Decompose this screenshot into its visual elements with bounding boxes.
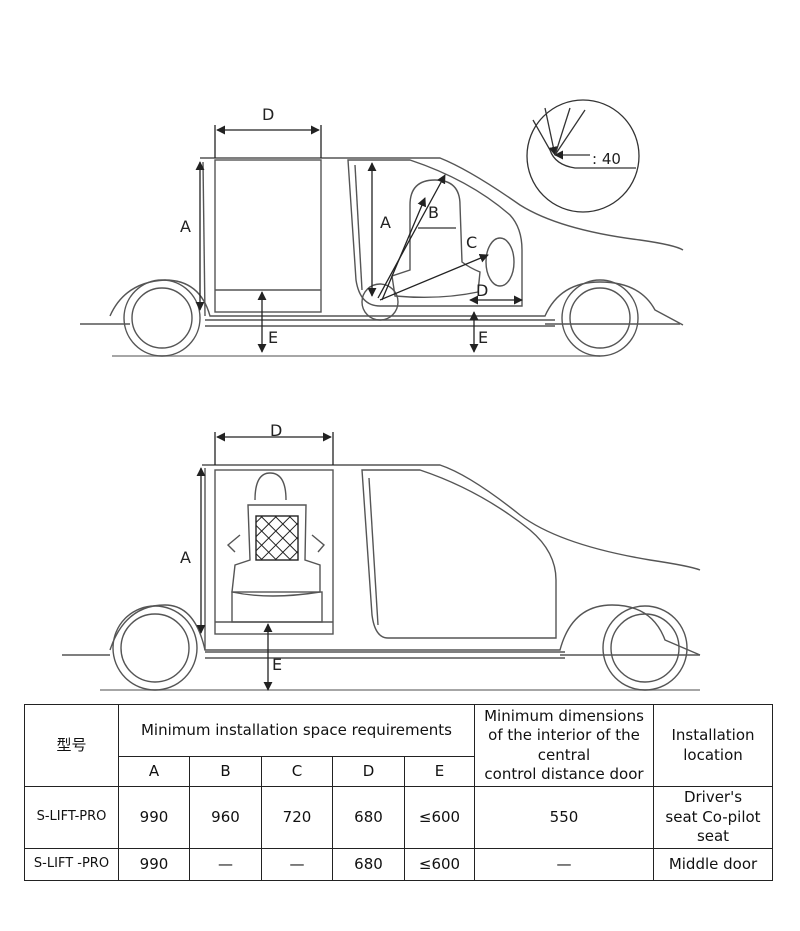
door-opening-top <box>347 159 523 307</box>
cell-b: — <box>189 848 262 881</box>
angle-inset <box>526 99 640 213</box>
label-b: B <box>428 203 439 222</box>
cell-location: Middle door <box>653 848 773 881</box>
cell-model: S-LIFT -PRO <box>24 848 119 881</box>
table-row: S-LIFT -PRO 990 — — 680 ≤600 — Middle do… <box>24 848 773 881</box>
cell-e: ≤600 <box>404 786 475 849</box>
cell-d: 680 <box>332 786 405 849</box>
header-col-b: B <box>189 756 262 787</box>
header-min-space: Minimum installation space requirements <box>118 704 475 757</box>
header-model: 型号 <box>24 704 119 787</box>
spec-table: 型号 Minimum installation space requiremen… <box>24 704 773 881</box>
label-d-left: D <box>262 105 274 124</box>
van-body-bottom <box>202 464 701 571</box>
cell-model: S-LIFT-PRO <box>24 786 119 849</box>
cell-c: — <box>261 848 333 881</box>
header-col-d: D <box>332 756 405 787</box>
seat-quilted-panel <box>255 515 299 561</box>
label-a-left: A <box>180 217 191 236</box>
label-c: C <box>466 233 477 252</box>
table-row: S-LIFT-PRO 990 960 720 680 ≤600 550 Driv… <box>24 786 773 849</box>
cell-a: 990 <box>118 848 190 881</box>
label-a-right: A <box>380 213 391 232</box>
header-location: Installation location <box>653 704 773 787</box>
header-col-a: A <box>118 756 190 787</box>
lift-box-top <box>214 159 322 313</box>
cell-e: ≤600 <box>404 848 475 881</box>
cell-d: 680 <box>332 848 405 881</box>
rear-wheel-top <box>561 279 639 357</box>
lift-box-bottom <box>214 469 334 635</box>
label-angle: : 40 <box>592 150 621 168</box>
top-dimensions <box>195 125 523 353</box>
label-d-right: D <box>476 281 488 300</box>
front-wheel-bottom <box>112 605 198 691</box>
cell-c: 720 <box>261 786 333 849</box>
seat-bottom <box>254 472 287 501</box>
van-body-top <box>200 157 684 251</box>
bottom-dimensions <box>196 432 334 691</box>
label-e-bottom: E <box>272 655 282 674</box>
van-diagrams: D A E A B C D E : 40 D A E <box>62 99 701 691</box>
cell-door: 550 <box>474 786 654 849</box>
header-col-e: E <box>404 756 475 787</box>
header-min-door: Minimum dimensions of the interior of th… <box>474 704 654 787</box>
cell-a: 990 <box>118 786 190 849</box>
cell-door: — <box>474 848 654 881</box>
label-d-bottom: D <box>270 421 282 440</box>
front-wheel-top <box>123 279 201 357</box>
rear-wheel-bottom <box>602 605 688 691</box>
header-col-c: C <box>261 756 333 787</box>
label-a-bottom: A <box>180 548 191 567</box>
cell-b: 960 <box>189 786 262 849</box>
door-opening-bottom <box>361 469 557 639</box>
label-e-left: E <box>268 328 278 347</box>
label-e-right: E <box>478 328 488 347</box>
top-van-diagram <box>80 157 684 357</box>
bottom-van-diagram <box>62 464 701 691</box>
cell-location: Driver's seat Co-pilot seat <box>653 786 773 849</box>
